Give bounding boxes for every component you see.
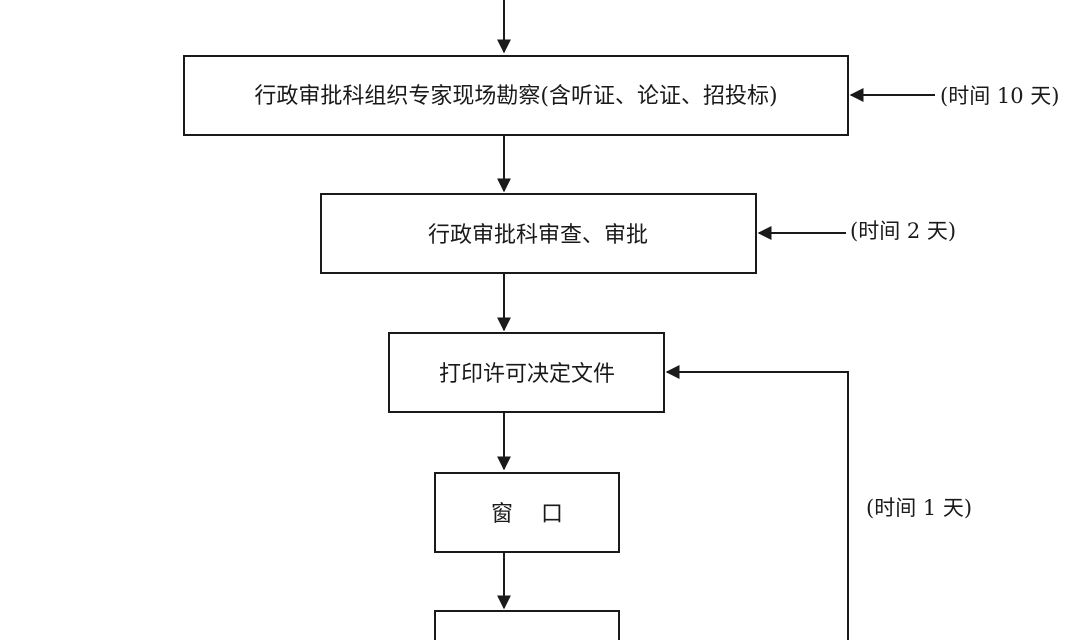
- step-review-approve: 行政审批科审查、审批: [320, 193, 757, 274]
- note-print-time: (时间 1 天): [866, 496, 972, 520]
- step-window-label: 窗口: [491, 502, 591, 527]
- step-next-box: [434, 610, 620, 640]
- step-site-survey: 行政审批科组织专家现场勘察(含听证、论证、招投标): [183, 55, 849, 136]
- step-site-survey-box: [183, 55, 849, 136]
- step-review-approve-label: 行政审批科审查、审批: [428, 223, 648, 248]
- step-window-box: [434, 472, 620, 553]
- step-print-decision: 打印许可决定文件: [388, 332, 665, 413]
- step-site-survey-label: 行政审批科组织专家现场勘察(含听证、论证、招投标): [254, 84, 777, 109]
- arrow-return-to-print: [665, 365, 849, 640]
- note-survey-time: (时间 10 天): [940, 84, 1059, 108]
- step-print-decision-box: [388, 332, 665, 413]
- step-review-approve-box: [320, 193, 757, 274]
- step-print-decision-label: 打印许可决定文件: [439, 362, 615, 387]
- step-window: 窗口: [434, 472, 620, 553]
- note-review-time: (时间 2 天): [850, 219, 956, 243]
